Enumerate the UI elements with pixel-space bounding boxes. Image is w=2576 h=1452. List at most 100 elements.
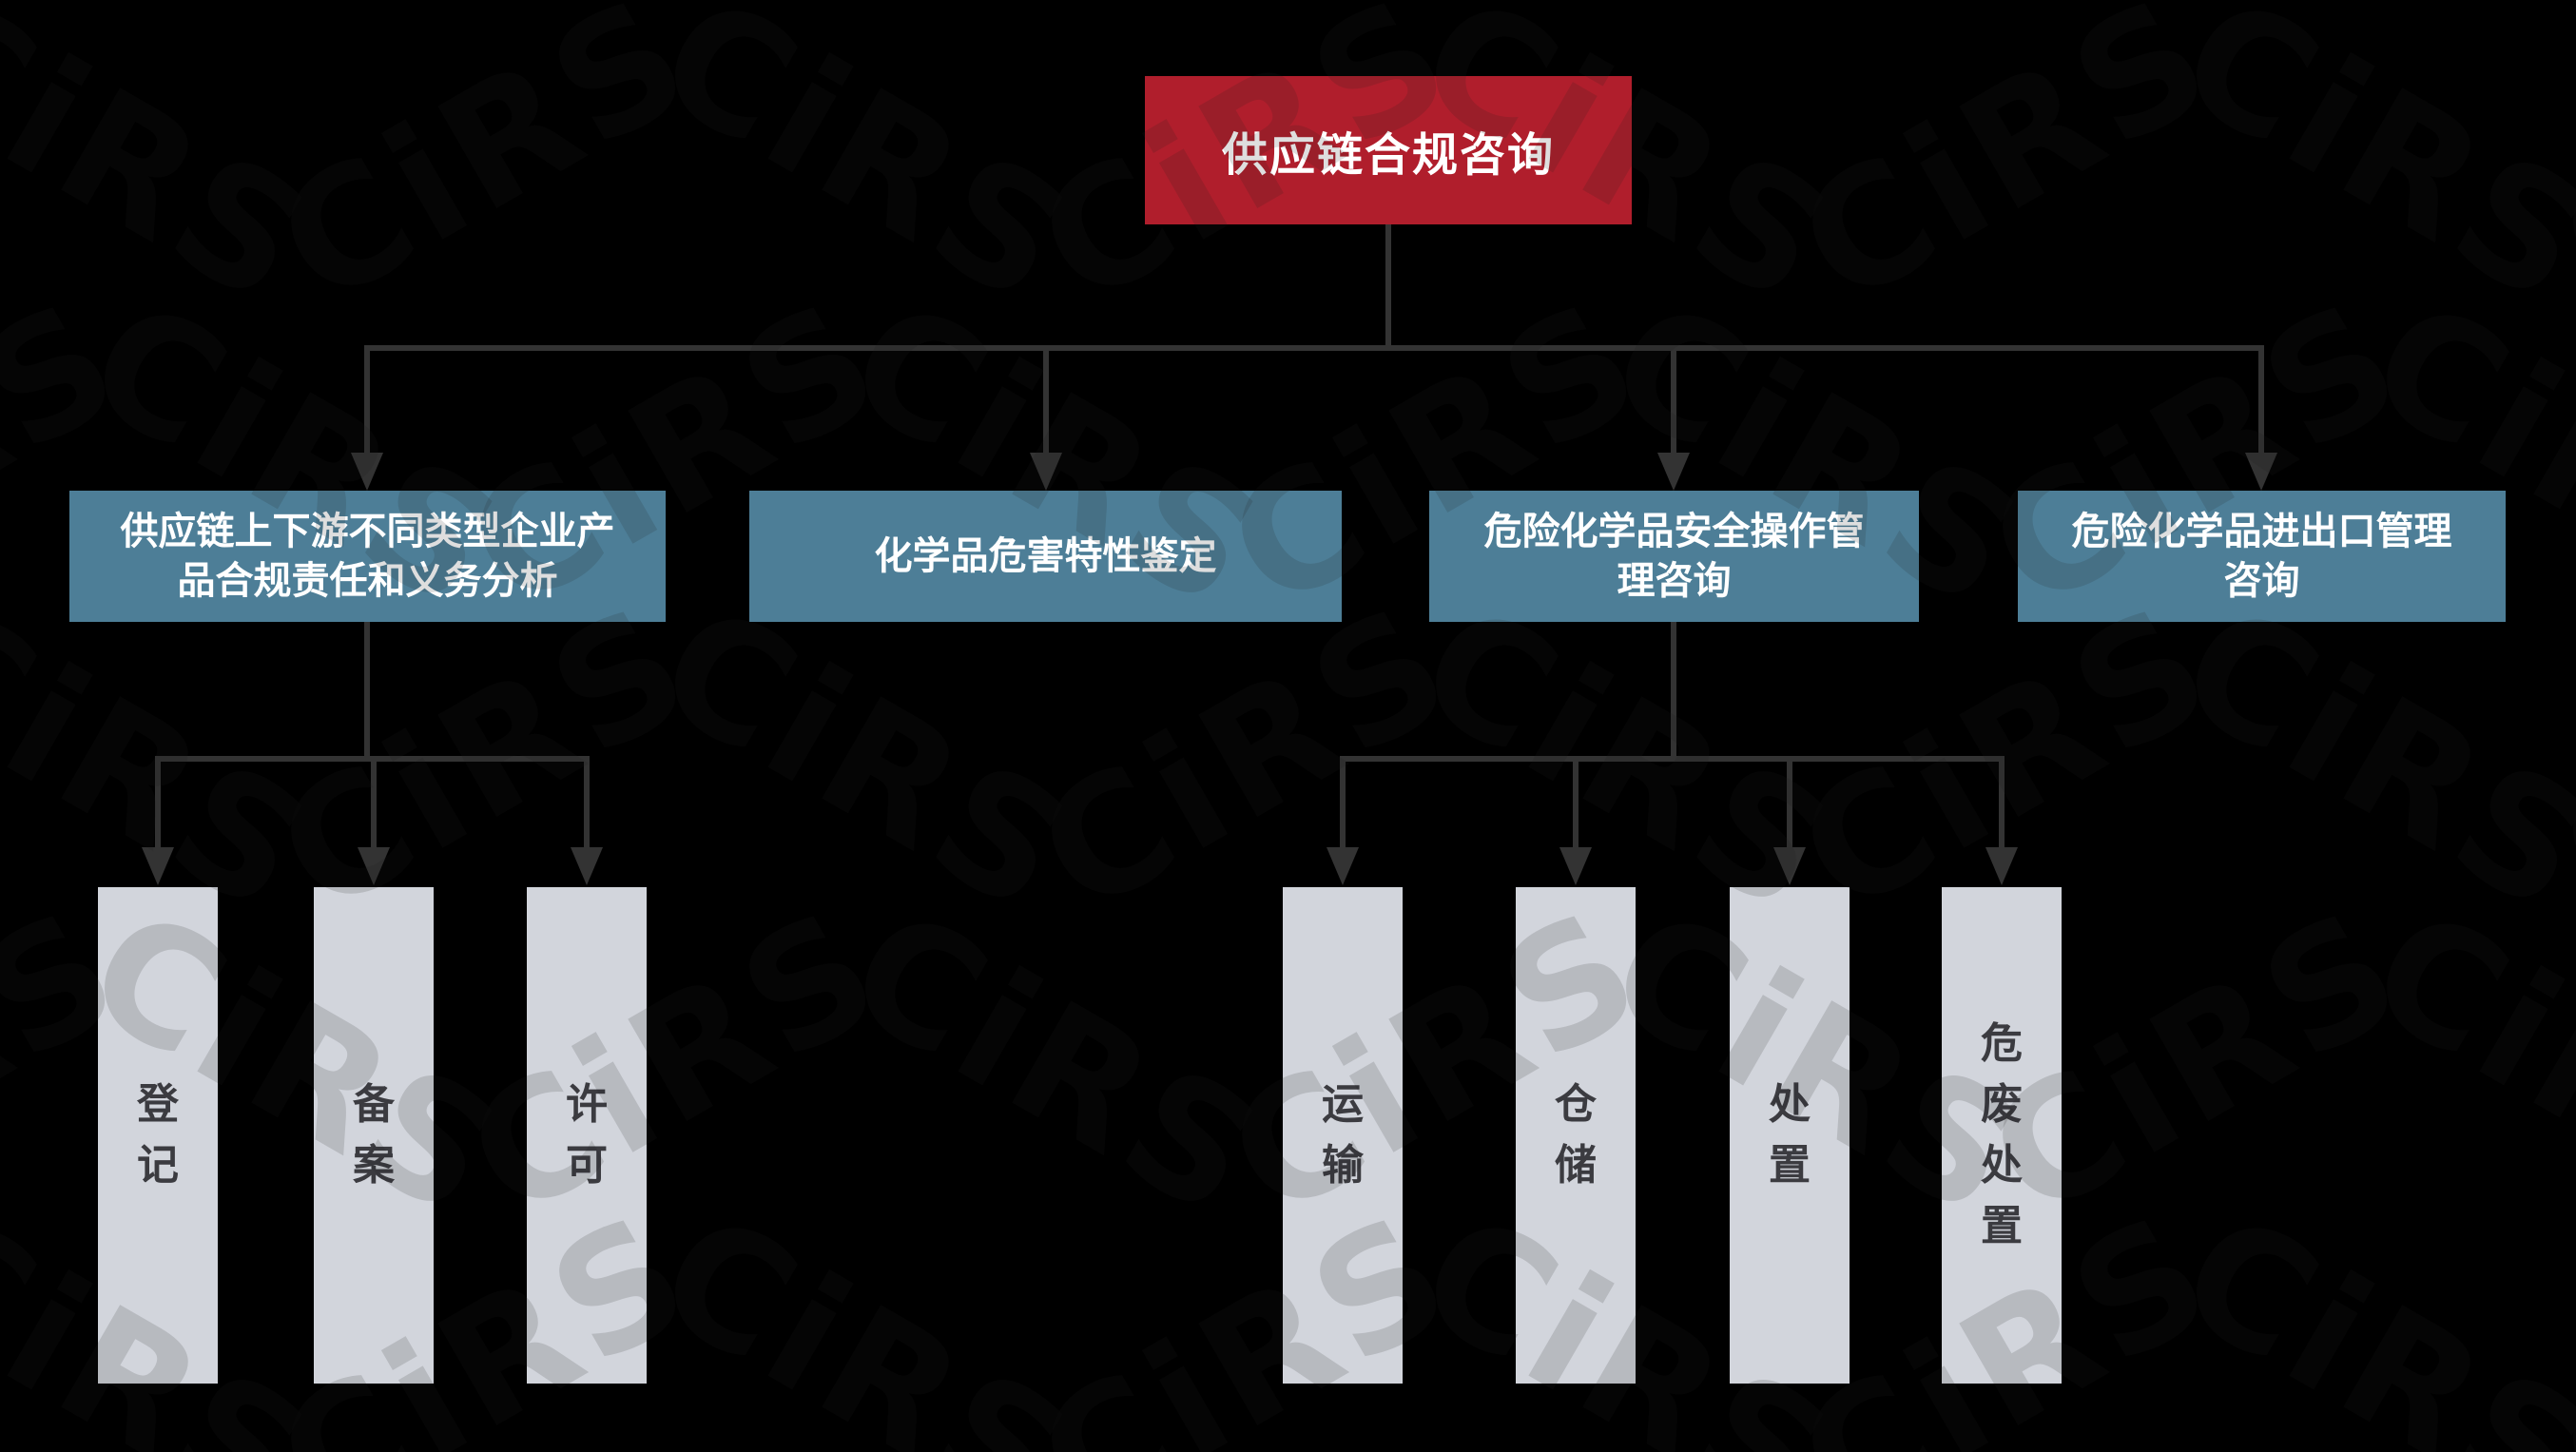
connector-branch1-stem (364, 345, 370, 455)
watermark-text: CiRS (629, 0, 1103, 342)
leaf-node-label: 仓储 (1555, 1080, 1597, 1190)
connector-branch4-stem (2258, 345, 2264, 455)
watermark-text: CiRS (1579, 0, 2053, 38)
watermark-text: CiRS (1199, 0, 1673, 38)
arrow-down-icon (1327, 847, 1359, 885)
connector-leaf-stem (1573, 756, 1579, 849)
watermark-text: CiRS (2530, 1177, 2576, 1452)
leaf-node-label: 处置 (1769, 1080, 1811, 1190)
connector-branch3-down (1671, 622, 1676, 756)
leaf-node-disposal: 处置 (1730, 887, 1850, 1384)
watermark-text: CiRS (2530, 0, 2576, 342)
watermark-text: CiRS (2340, 0, 2576, 38)
arrow-down-icon (1773, 847, 1806, 885)
watermark-text: CiRS (629, 569, 1102, 951)
watermark-text: CiRS (438, 873, 913, 1255)
watermark-text: CiRS (1199, 0, 1673, 38)
branch-node-label-line: 供应链上下游不同类型企业产 (120, 510, 615, 553)
watermark-text: CiRS (0, 0, 341, 342)
branch-node-hazard-identification: 化学品危害特性鉴定 (749, 491, 1342, 622)
leaf-node-transport: 运输 (1283, 887, 1403, 1384)
watermark-text: CiRS (2340, 873, 2576, 1255)
arrow-down-icon (351, 453, 383, 491)
watermark-text: CiRS (248, 0, 722, 342)
arrow-down-icon (1559, 847, 1592, 885)
connector-leaf-stem (584, 756, 590, 849)
connector-level2-rail (364, 345, 2264, 351)
watermark-text: CiRS (2530, 569, 2576, 951)
branch-node-import-export-management: 危险化学品进出口管理 咨询 (2018, 491, 2506, 622)
branch-node-safe-operation-management: 危险化学品安全操作管 理咨询 (1429, 491, 1919, 622)
arrow-down-icon (2245, 453, 2277, 491)
arrow-down-icon (358, 847, 390, 885)
watermark-text: CiRS (1770, 0, 2244, 342)
leaf-node-registration: 登记 (98, 887, 218, 1384)
watermark-text: CiRS (58, 0, 532, 38)
branch-node-label-line: 化学品危害特性鉴定 (874, 534, 1217, 578)
root-node-label: 供应链合规咨询 (1221, 128, 1555, 182)
arrow-down-icon (1985, 847, 2018, 885)
connector-leaf-stem (1999, 756, 2005, 849)
watermark-text: CiRS (2530, 569, 2576, 951)
watermark-text: CiRS (1579, 0, 2053, 38)
watermark-text: CiRS (0, 0, 151, 38)
leaf-node-label: 危废处置 (1981, 1019, 2023, 1250)
watermark-text: CiRS (2150, 569, 2576, 951)
watermark-text: CiRS (58, 0, 532, 38)
leaf-node-label: 登记 (137, 1080, 179, 1190)
watermark-text: CiRS (1770, 0, 2243, 342)
watermark-text: CiRS (2530, 1177, 2576, 1452)
watermark-text: CiRS (819, 873, 1293, 1255)
watermark-text: CiRS (819, 0, 1292, 38)
watermark-text: CiRS (2150, 0, 2576, 342)
watermark-text: CiRS (629, 569, 1103, 951)
connector-branch3-stem (1671, 345, 1676, 455)
arrow-down-icon (142, 847, 174, 885)
leaf-node-permit: 许可 (527, 887, 647, 1384)
watermark-text: CiRS (629, 1177, 1103, 1452)
watermark-text: CiRS (2150, 1177, 2576, 1452)
leaf-node-label: 许可 (566, 1080, 608, 1190)
leaf-node-label: 运输 (1322, 1080, 1364, 1190)
connector-leaf-stem (1340, 756, 1346, 849)
watermark-text: CiRS (2340, 873, 2576, 1255)
watermark-text: CiRS (2150, 1177, 2576, 1452)
connector-branch2-stem (1043, 345, 1049, 455)
leaf-node-warehousing: 仓储 (1516, 887, 1636, 1384)
watermark-text: CiRS (1009, 1177, 1483, 1452)
arrow-down-icon (571, 847, 603, 885)
watermark-text: CiRS (1960, 0, 2433, 38)
watermark-text: CiRS (438, 873, 912, 1255)
watermark-text: CiRS (2340, 0, 2576, 38)
watermark-text: CiRS (2150, 569, 2576, 951)
watermark-text: CiRS (629, 0, 1102, 342)
watermark-text: CiRS (248, 0, 723, 342)
watermark-text: CiRS (0, 0, 151, 38)
watermark-text: CiRS (2150, 0, 2576, 342)
watermark-text: CiRS (629, 1177, 1102, 1452)
leaf-node-filing: 备案 (314, 887, 434, 1384)
connector-leaf-stem (155, 756, 161, 849)
branch-node-label-line: 品合规责任和义务分析 (177, 559, 558, 603)
connector-branch3-rail (1340, 756, 2005, 762)
watermark-text: CiRS (2530, 0, 2576, 342)
root-node-supply-chain-compliance: 供应链合规咨询 (1145, 76, 1632, 224)
branch-node-label-line: 危险化学品安全操作管 (1483, 510, 1865, 553)
connector-leaf-stem (1787, 756, 1792, 849)
watermark-text: CiRS (1960, 0, 2433, 38)
watermark-text: CiRS (819, 873, 1292, 1255)
leaf-node-hazardous-waste-disposal: 危废处置 (1942, 887, 2062, 1384)
watermark-text: CiRS (0, 0, 342, 342)
branch-node-label-line: 理咨询 (1617, 559, 1732, 603)
arrow-down-icon (1657, 453, 1690, 491)
branch-node-label-line: 危险化学品进出口管理 (2071, 510, 2452, 553)
branch-node-label-line: 咨询 (2223, 559, 2300, 603)
connector-leaf-stem (371, 756, 377, 849)
branch-node-obligation-analysis: 供应链上下游不同类型企业产 品合规责任和义务分析 (69, 491, 666, 622)
watermark-text: CiRS (438, 0, 912, 38)
leaf-node-label: 备案 (353, 1080, 395, 1190)
watermark-text: CiRS (438, 0, 912, 38)
watermark-text: CiRS (1009, 1177, 1482, 1452)
connector-root-stem (1385, 224, 1391, 345)
